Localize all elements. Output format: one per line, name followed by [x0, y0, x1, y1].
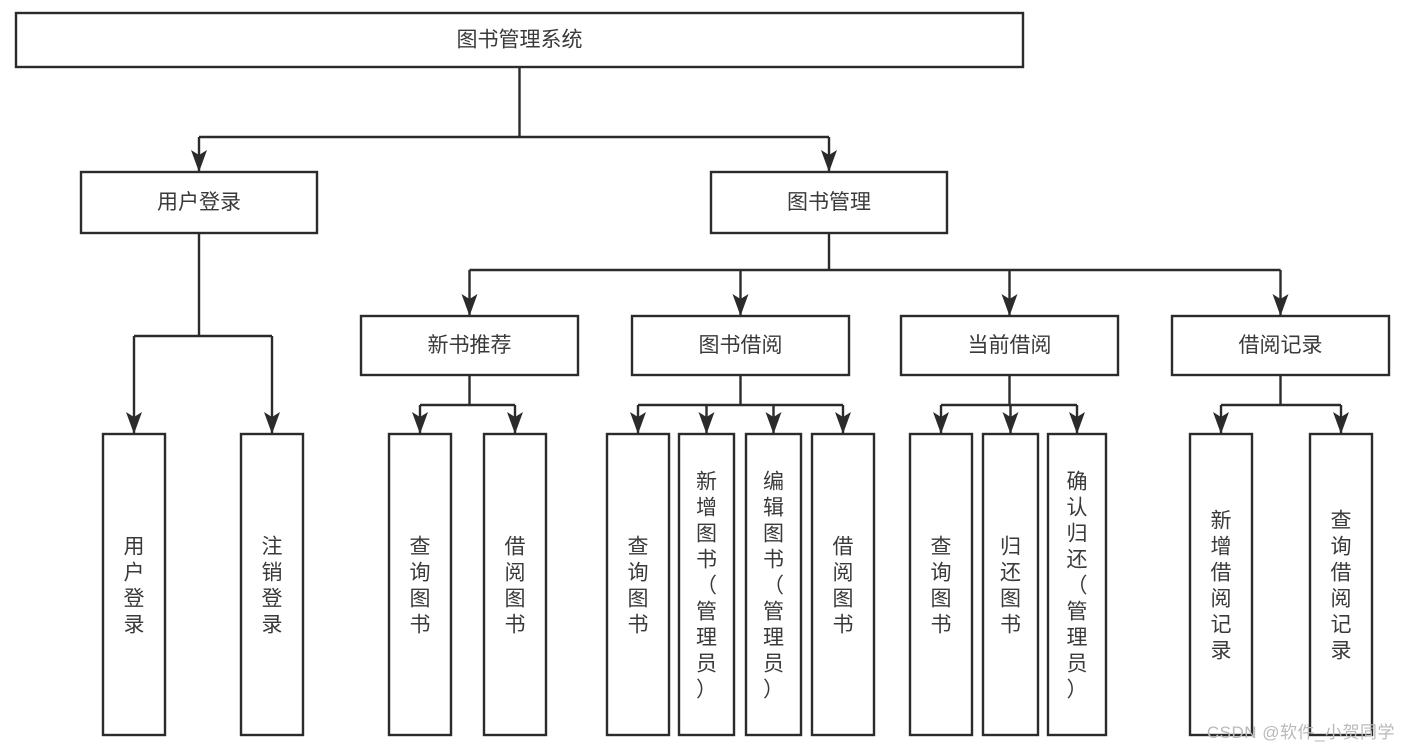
arrow-head-icon [933, 412, 949, 434]
node-leaf_8[interactable]: 查询图书 [908, 432, 974, 737]
node-box [810, 432, 876, 737]
arrow-head-icon [821, 150, 837, 172]
node-box [1170, 314, 1391, 377]
node-label: 新书推荐 [428, 334, 512, 357]
node-label: 查询图书 [931, 536, 952, 637]
node-l1_0[interactable]: 用户登录 [79, 170, 319, 235]
node-leaf_1[interactable]: 注销登录 [239, 432, 305, 737]
csdn-watermark: CSDN @软件_小贺同学 [1206, 723, 1395, 742]
node-box [239, 432, 305, 737]
node-box [744, 432, 803, 737]
node-leaf_4[interactable]: 查询图书 [605, 432, 671, 737]
arrow-head-icon [835, 412, 851, 434]
arrow-head-icon [412, 412, 428, 434]
arrow-head-icon [507, 412, 523, 434]
node-leaf_6[interactable]: 编辑图书（管理员） [744, 432, 803, 737]
node-label: 借阅记录 [1239, 334, 1323, 357]
node-box [899, 314, 1120, 377]
node-box [359, 314, 580, 377]
arrow-head-icon [1002, 412, 1019, 434]
node-leaf_5[interactable]: 新增图书（管理员） [677, 432, 736, 737]
node-l2_3[interactable]: 借阅记录 [1170, 314, 1391, 377]
node-label: 借阅图书 [505, 536, 526, 637]
node-box [387, 432, 453, 737]
node-label: 新增图书（管理员） [696, 471, 717, 702]
node-label: 归还图书 [1000, 536, 1021, 637]
node-label: 图书管理系统 [457, 29, 583, 52]
arrow-head-icon [732, 294, 749, 316]
arrow-head-icon [1069, 412, 1085, 434]
arrow-head-icon [264, 412, 280, 434]
node-box [677, 432, 736, 737]
arrow-head-icon [1213, 412, 1229, 434]
node-box [1308, 432, 1374, 737]
node-label: 查询图书 [410, 536, 431, 637]
node-label: 确认归还（管理员） [1067, 471, 1088, 702]
node-box [1046, 432, 1108, 737]
node-box [630, 314, 851, 377]
arrow-head-icon [698, 412, 715, 434]
node-leaf_12[interactable]: 查询借阅记录 [1308, 432, 1374, 737]
node-label: 图书管理 [787, 191, 871, 214]
node-leaf_11[interactable]: 新增借阅记录 [1188, 432, 1254, 737]
node-label: 用户登录 [157, 191, 241, 214]
arrow-head-icon [1333, 412, 1349, 434]
node-box [605, 432, 671, 737]
node-label: 新增借阅记录 [1211, 510, 1232, 663]
node-label: 图书借阅 [699, 334, 783, 357]
node-label: 注销登录 [262, 536, 283, 637]
node-box [79, 170, 319, 235]
node-l1_1[interactable]: 图书管理 [709, 170, 949, 235]
node-box [981, 432, 1040, 737]
node-l2_1[interactable]: 图书借阅 [630, 314, 851, 377]
node-leaf_10[interactable]: 确认归还（管理员） [1046, 432, 1108, 737]
node-box [101, 432, 167, 737]
arrow-head-icon [630, 412, 646, 434]
node-leaf_3[interactable]: 借阅图书 [482, 432, 548, 737]
arrow-head-icon [1001, 294, 1018, 316]
arrow-head-icon [1272, 294, 1289, 316]
node-label: 查询图书 [628, 536, 649, 637]
node-label: 借阅图书 [833, 536, 854, 637]
node-label: 当前借阅 [968, 334, 1052, 357]
arrow-head-icon [765, 412, 782, 434]
node-box [709, 170, 949, 235]
connector-layer [126, 67, 1349, 434]
node-label: 编辑图书（管理员） [763, 471, 784, 702]
node-l2_2[interactable]: 当前借阅 [899, 314, 1120, 377]
arrow-head-icon [126, 412, 142, 434]
node-leaf_0[interactable]: 用户登录 [101, 432, 167, 737]
node-leaf_7[interactable]: 借阅图书 [810, 432, 876, 737]
node-root[interactable]: 图书管理系统 [14, 11, 1025, 69]
node-leaf_9[interactable]: 归还图书 [981, 432, 1040, 737]
node-box [482, 432, 548, 737]
node-l2_0[interactable]: 新书推荐 [359, 314, 580, 377]
node-layer: 图书管理系统用户登录图书管理新书推荐图书借阅当前借阅借阅记录用户登录注销登录查询… [14, 11, 1391, 737]
node-label: 查询借阅记录 [1331, 510, 1352, 663]
node-box [908, 432, 974, 737]
node-box [14, 11, 1025, 69]
node-label: 用户登录 [124, 536, 145, 637]
node-leaf_2[interactable]: 查询图书 [387, 432, 453, 737]
arrow-head-icon [191, 150, 207, 172]
arrow-head-icon [461, 294, 478, 316]
node-box [1188, 432, 1254, 737]
